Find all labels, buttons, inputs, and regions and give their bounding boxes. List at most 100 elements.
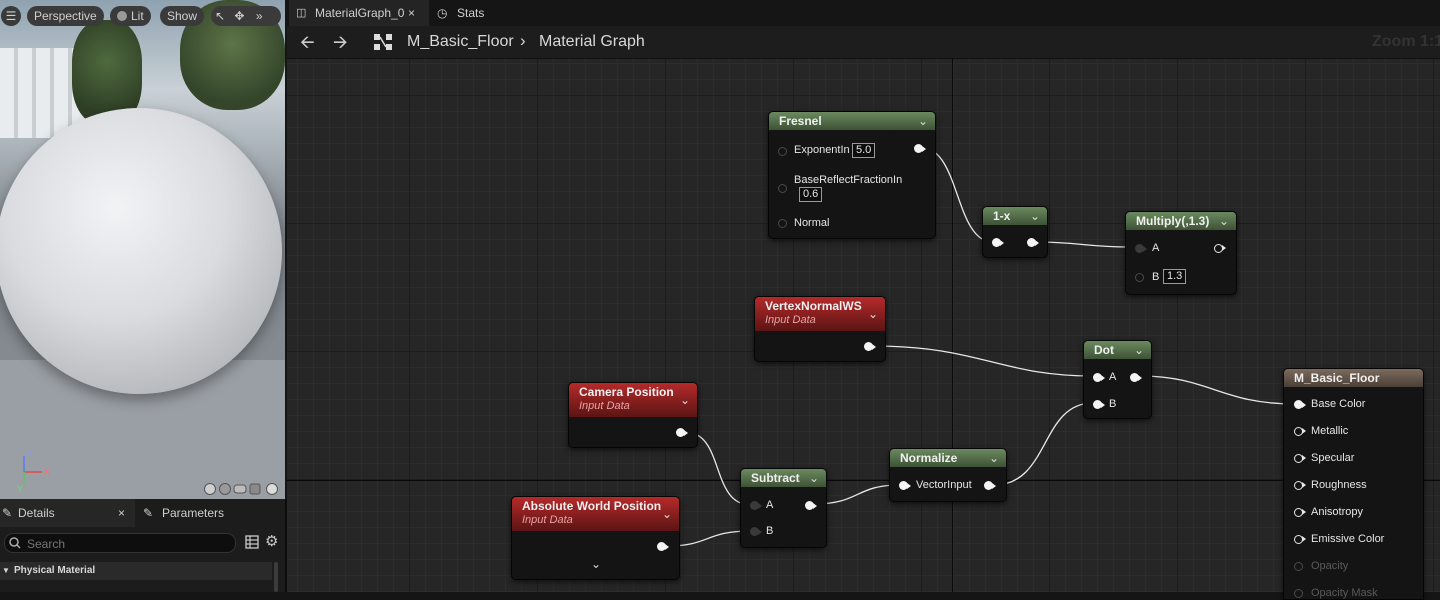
preview-shape-buttons[interactable] [202,482,282,496]
chevron-down-icon[interactable]: ⌄ [1029,209,1040,223]
input-pin-b[interactable] [750,527,762,536]
chevron-down-icon[interactable]: ⌄ [1133,343,1144,357]
chevron-down-icon[interactable]: ⌄ [917,114,928,128]
cube-shape-icon[interactable] [249,483,261,495]
node-fresnel[interactable]: Fresnel ⌄ ExponentIn 5.0 BaseReflectFrac… [768,111,936,239]
multiply-b-value-field[interactable]: 1.3 [1163,269,1187,284]
perspective-button[interactable]: Perspective [27,6,104,26]
chevron-down-icon[interactable]: ⌄ [988,451,999,465]
output-pin[interactable] [1214,244,1226,253]
node-normalize[interactable]: Normalize ⌄ VectorInput [889,448,1007,502]
node-dot[interactable]: Dot ⌄ A B [1083,340,1152,419]
output-pin[interactable] [1130,373,1142,382]
node-one-minus[interactable]: 1-x ⌄ [982,206,1048,258]
chevron-down-icon[interactable]: ⌄ [679,393,690,407]
sphere-shape-icon[interactable] [219,483,231,495]
tab-material-graph[interactable]: ◫ MaterialGraph_0 × [289,0,429,26]
input-pin-base-color[interactable] [1294,400,1306,409]
node-header[interactable]: Dot ⌄ [1084,341,1151,359]
input-pin-a[interactable] [1093,373,1105,382]
input-pin-metallic[interactable] [1294,427,1306,436]
details-search[interactable] [4,533,236,553]
node-header[interactable]: Absolute World Position Input Data ⌄ [512,497,679,531]
input-pin-anisotropy[interactable] [1294,508,1306,517]
pin-label-metallic: Metallic [1311,425,1349,437]
node-header[interactable]: Camera Position Input Data ⌄ [569,383,697,417]
pin-label-specular: Specular [1311,452,1355,464]
node-absolute-world-position[interactable]: Absolute World Position Input Data ⌄ ⌄ [511,496,680,580]
node-header[interactable]: 1-x ⌄ [983,207,1047,225]
breadcrumb-separator-icon: › [520,31,526,50]
node-header[interactable]: M_Basic_Floor [1284,369,1423,387]
input-pin-b[interactable] [1135,273,1144,282]
input-pin[interactable] [778,147,787,156]
output-pin[interactable] [864,342,876,351]
input-pin-roughness[interactable] [1294,481,1306,490]
chevron-down-icon[interactable]: ⌄ [808,471,819,485]
node-title: 1-x [993,209,1011,223]
input-pin[interactable] [899,481,911,490]
output-pin[interactable] [676,428,688,437]
teapot-shape-icon[interactable] [266,483,278,495]
output-pin[interactable] [984,481,996,490]
breadcrumb-material[interactable]: M_Basic_Floor [407,33,514,50]
tab-details[interactable]: ✎ Details × [0,499,135,527]
move-icon[interactable]: ✥ [234,9,245,23]
tab-parameters[interactable]: ✎ Parameters [140,499,224,527]
base-reflect-value-field[interactable]: 0.6 [799,187,823,202]
input-pin-a[interactable] [750,501,762,510]
input-pin-opacity[interactable] [1294,562,1303,571]
output-pin[interactable] [657,542,669,551]
exponent-value-field[interactable]: 5.0 [852,143,876,158]
chevron-down-icon[interactable]: ⌄ [661,507,672,521]
node-subtract[interactable]: Subtract ⌄ A B [740,468,827,548]
expand-chevron-icon[interactable]: ⌄ [591,557,602,571]
grid-view-icon[interactable] [245,535,259,549]
plane-shape-icon[interactable] [233,484,247,494]
input-pin[interactable] [778,219,787,228]
chevron-down-icon[interactable]: ⌄ [867,307,878,321]
node-material-output[interactable]: M_Basic_Floor Base Color Metallic Specul… [1283,368,1424,600]
gear-icon[interactable]: ⚙ [265,533,279,550]
input-pin-b[interactable] [1093,400,1105,409]
close-tab-icon[interactable]: × [407,6,415,20]
select-arrow-icon[interactable]: ↖ [215,9,226,23]
output-pin[interactable] [805,501,817,510]
node-header[interactable]: Normalize ⌄ [890,449,1006,467]
node-header[interactable]: Subtract ⌄ [741,469,826,487]
node-vertex-normal[interactable]: VertexNormalWS Input Data ⌄ [754,296,886,362]
input-pin[interactable] [992,238,1004,247]
viewport-menu-button[interactable]: ☰ [1,6,21,26]
graph-toolbar: 🡨 🡪 M_Basic_Floor › Material Graph Zoom … [287,26,1440,59]
input-pin-specular[interactable] [1294,454,1306,463]
hamburger-icon: ☰ [5,9,17,23]
forward-arrow-icon[interactable]: 🡪 [333,32,348,52]
close-icon[interactable]: × [117,506,125,520]
chevron-down-icon[interactable]: ⌄ [1218,214,1229,228]
node-camera-position[interactable]: Camera Position Input Data ⌄ [568,382,698,448]
more-chevron-icon[interactable]: » [255,9,263,23]
back-arrow-icon[interactable]: 🡨 [300,32,315,52]
tab-stats[interactable]: ◷ Stats [437,0,484,26]
search-input[interactable] [25,535,229,552]
pin-label-b: B [1109,398,1117,410]
input-pin-opacity-mask[interactable] [1294,589,1303,598]
node-header[interactable]: Multiply(,1.3) ⌄ [1126,212,1236,230]
node-multiply[interactable]: Multiply(,1.3) ⌄ A B 1.3 [1125,211,1237,295]
node-header[interactable]: VertexNormalWS Input Data ⌄ [755,297,885,331]
breadcrumb-graph[interactable]: Material Graph [539,33,645,50]
node-header[interactable]: Fresnel ⌄ [769,112,935,130]
show-button[interactable]: Show [160,6,205,26]
lit-button[interactable]: Lit [110,6,151,26]
output-pin[interactable] [1027,238,1039,247]
input-pin[interactable] [778,184,787,193]
material-preview-viewport[interactable]: ☰ Perspective Lit Show ↖ ✥ » Z X Y [0,0,285,499]
input-pin-a[interactable] [1135,244,1147,253]
details-scrollbar[interactable] [274,562,278,592]
input-pin-emissive-color[interactable] [1294,535,1306,544]
node-subtitle: Input Data [579,400,630,412]
viewport-tools[interactable]: ↖ ✥ » [211,6,281,26]
output-pin[interactable] [914,144,926,153]
physical-material-section[interactable]: ▼ Physical Material [0,562,272,580]
cylinder-shape-icon[interactable] [204,483,216,495]
